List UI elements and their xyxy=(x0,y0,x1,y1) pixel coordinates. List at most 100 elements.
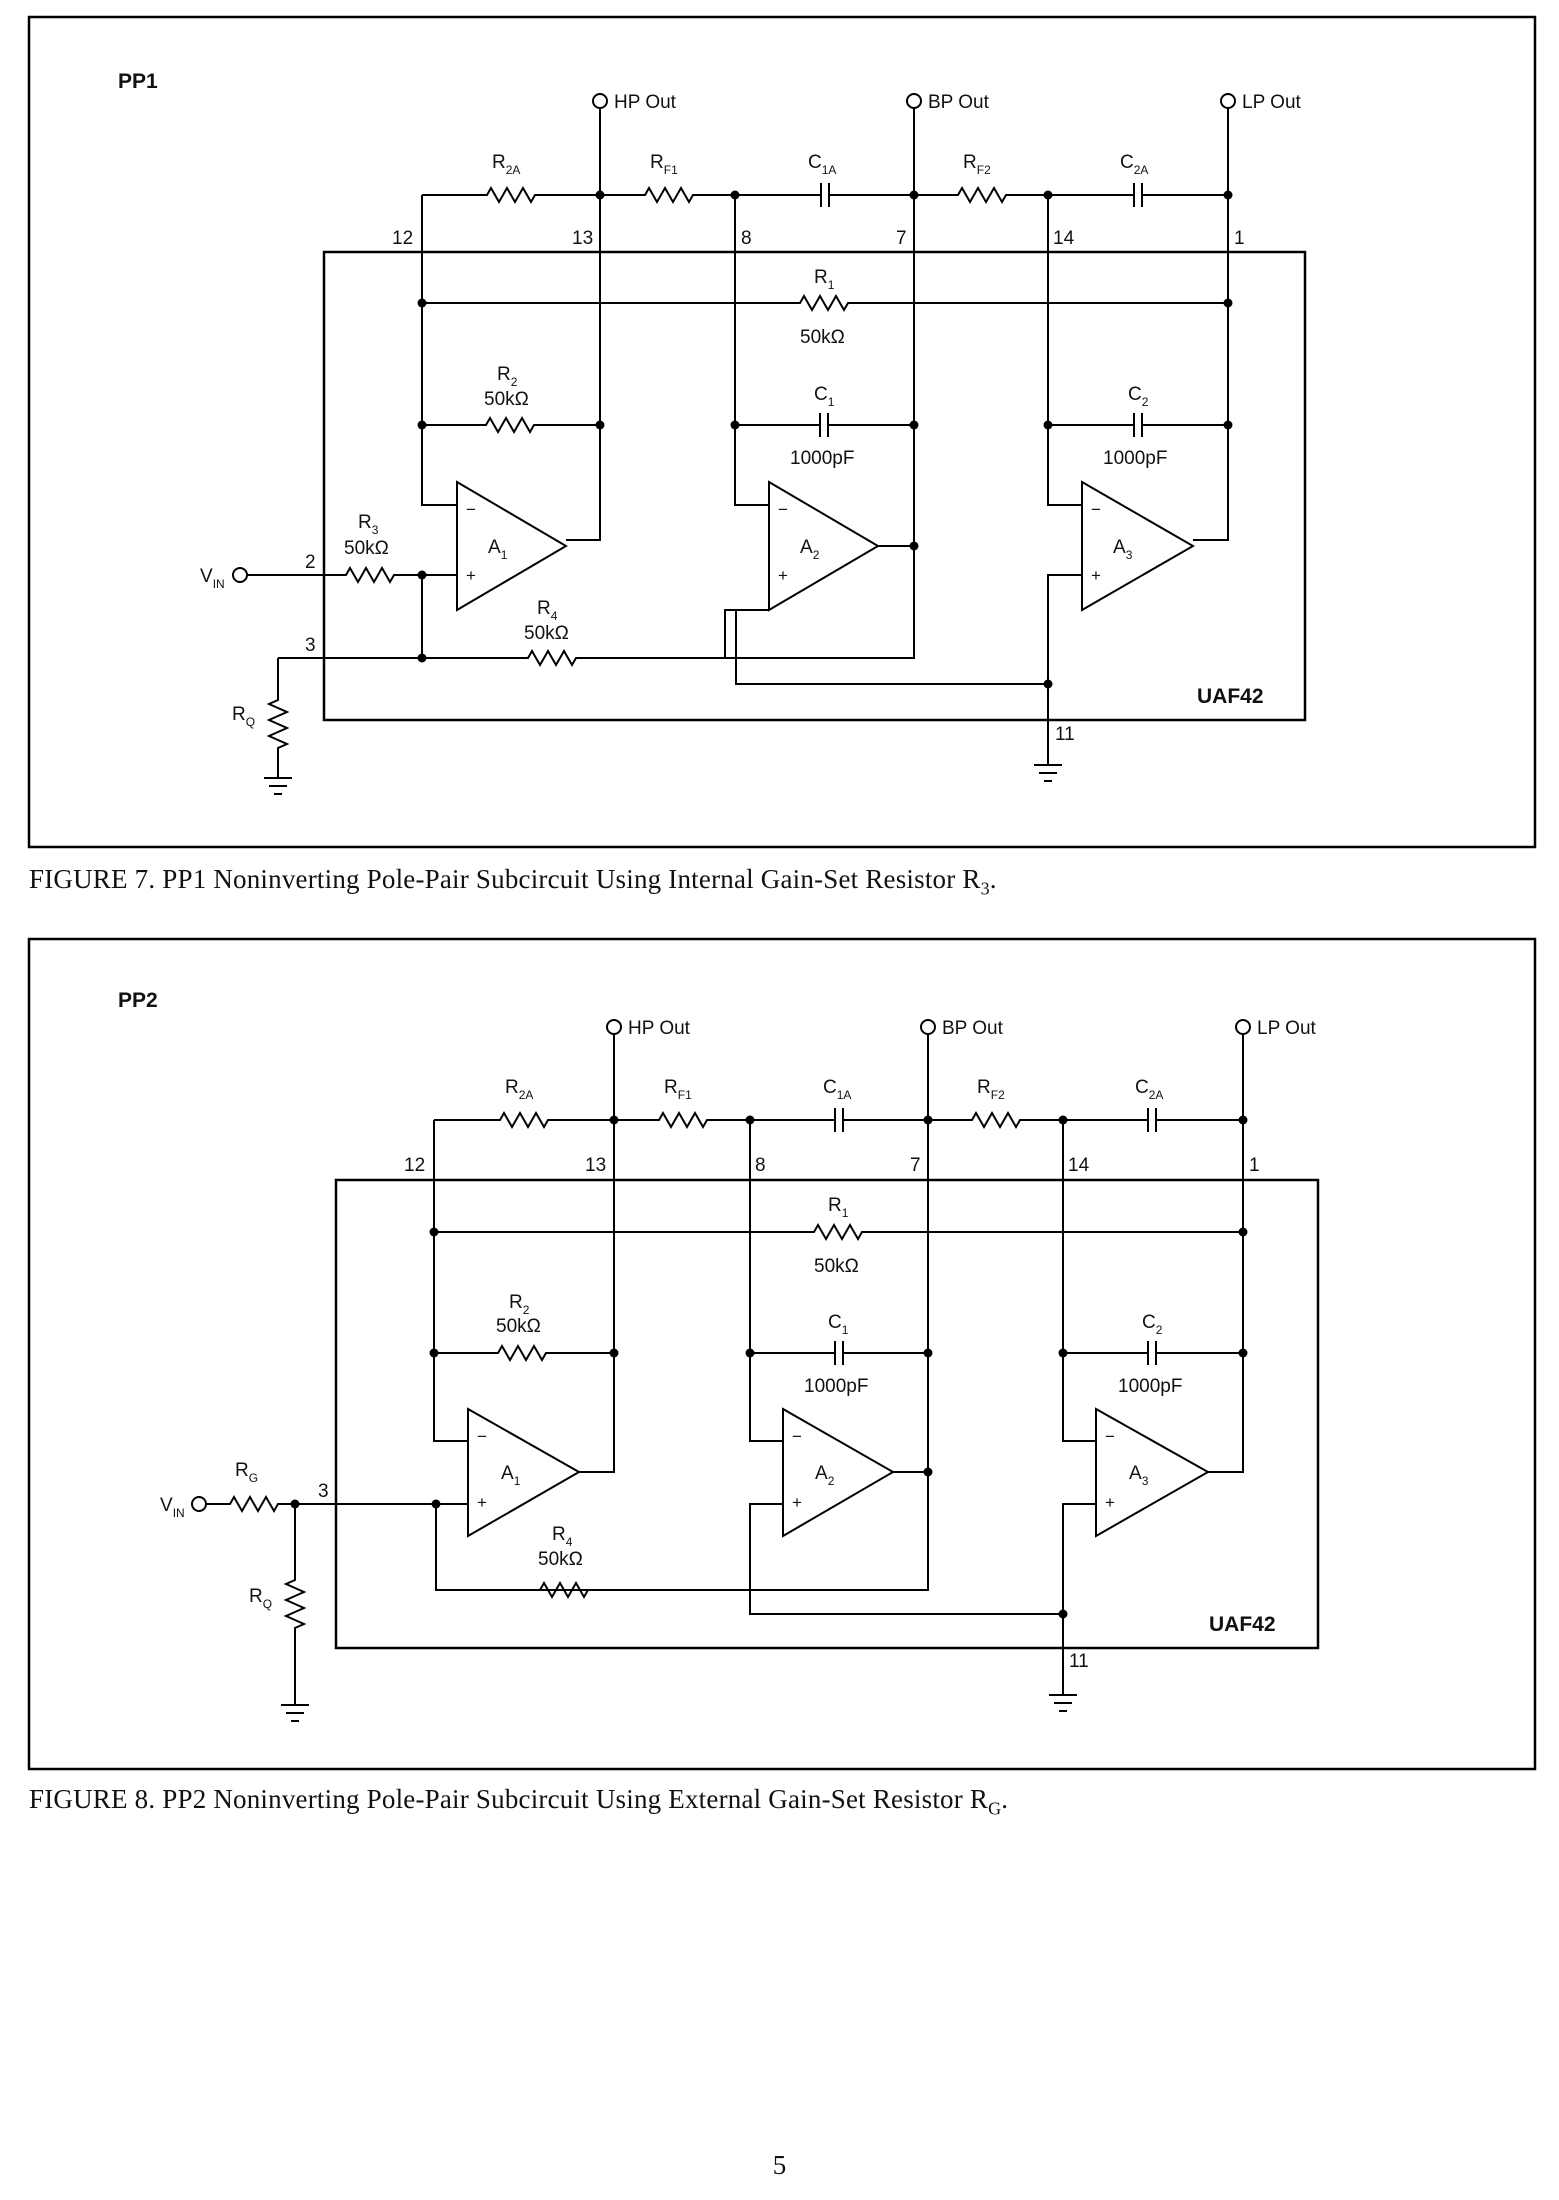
opamp-plus: + xyxy=(1105,1493,1115,1512)
a3-label: A3 xyxy=(1113,537,1133,562)
rf1-label: RF1 xyxy=(650,152,678,177)
r2-value: 50kΩ xyxy=(496,1316,541,1337)
c2a-label: C2A xyxy=(1120,152,1148,177)
rq-resistor xyxy=(266,658,290,778)
c2a-capacitor xyxy=(1048,183,1228,207)
pin-2: 2 xyxy=(305,552,316,573)
pin-11: 11 xyxy=(1069,1651,1089,1672)
r1-resistor xyxy=(434,1222,1243,1242)
lp-out-label: LP Out xyxy=(1242,92,1302,113)
vin-terminal xyxy=(191,1496,207,1512)
pin-7: 7 xyxy=(910,1155,921,1176)
hp-out-label: HP Out xyxy=(614,92,677,113)
bp-out-label: BP Out xyxy=(928,92,990,113)
lp-out-label: LP Out xyxy=(1257,1018,1317,1039)
rf2-label: RF2 xyxy=(963,152,991,177)
r2a-label: R2A xyxy=(505,1077,533,1102)
hp-out-terminal xyxy=(606,1019,622,1035)
pin-1: 1 xyxy=(1234,228,1245,249)
rf1-resistor xyxy=(600,185,735,205)
pin-14: 14 xyxy=(1068,1155,1090,1176)
c2-capacitor xyxy=(1063,1341,1243,1365)
c2-value: 1000pF xyxy=(1103,448,1167,469)
c1-capacitor xyxy=(750,1341,928,1365)
rq-label: RQ xyxy=(249,1586,272,1611)
c1a-label: C1A xyxy=(808,152,836,177)
c2-capacitor xyxy=(1048,413,1228,437)
r1-label: R1 xyxy=(814,267,835,292)
c2a-capacitor xyxy=(1063,1108,1243,1132)
figure-8-caption: FIGURE 8. PP2 Noninverting Pole-Pair Sub… xyxy=(29,1784,1009,1819)
r4-label: R4 xyxy=(537,598,558,623)
c1-value: 1000pF xyxy=(804,1376,868,1397)
r2-value: 50kΩ xyxy=(484,389,529,410)
opamp-a3 xyxy=(1095,1407,1211,1538)
panel-label: PP2 xyxy=(118,989,158,1012)
r2-resistor xyxy=(422,415,600,435)
pin-8: 8 xyxy=(741,228,752,249)
pin-12: 12 xyxy=(392,228,413,249)
figure-8-schematic: PP2 UAF42 HP Out BP Out LP Out 12 13 8 7… xyxy=(27,937,1537,1771)
pin-3: 3 xyxy=(305,635,316,656)
a2-label: A2 xyxy=(800,537,820,562)
page-number: 5 xyxy=(772,2150,787,2180)
pin-3: 3 xyxy=(318,1481,329,1502)
pin-13: 13 xyxy=(572,228,593,249)
c1a-capacitor xyxy=(735,183,914,207)
bp-out-terminal xyxy=(920,1019,936,1035)
c2a-label: C2A xyxy=(1135,1077,1163,1102)
ground-symbol xyxy=(264,777,292,795)
rf2-label: RF2 xyxy=(977,1077,1005,1102)
r1-resistor xyxy=(422,293,1228,313)
opamp-plus: + xyxy=(778,566,788,585)
opamp-a2 xyxy=(782,1407,896,1538)
rq-label: RQ xyxy=(232,704,255,729)
pin-8: 8 xyxy=(755,1155,766,1176)
c1-value: 1000pF xyxy=(790,448,854,469)
r4-value: 50kΩ xyxy=(538,1549,583,1570)
c2-label: C2 xyxy=(1142,1312,1163,1337)
lp-out-terminal xyxy=(1220,93,1236,109)
pin-11: 11 xyxy=(1055,724,1075,745)
c2-label: C2 xyxy=(1128,384,1149,409)
r2-label: R2 xyxy=(509,1292,530,1317)
opamp-a1 xyxy=(467,1407,582,1538)
r4-resistor xyxy=(436,1580,928,1600)
c2-value: 1000pF xyxy=(1118,1376,1182,1397)
r4-resistor xyxy=(278,648,914,668)
opamp-plus: + xyxy=(477,1493,487,1512)
r4-label: R4 xyxy=(552,1524,573,1549)
rg-resistor xyxy=(205,1494,468,1514)
c1-capacitor xyxy=(735,413,914,437)
opamp-minus: − xyxy=(792,1427,802,1446)
r1-value: 50kΩ xyxy=(814,1256,859,1277)
opamp-a1 xyxy=(456,480,568,612)
rf1-resistor xyxy=(614,1110,750,1130)
c1-label: C1 xyxy=(814,384,835,409)
ground-symbol xyxy=(281,1704,309,1722)
chip-label: UAF42 xyxy=(1197,685,1264,708)
vin-label: VIN xyxy=(200,566,225,591)
opamp-minus: − xyxy=(778,500,788,519)
pin-7: 7 xyxy=(896,228,907,249)
r3-value: 50kΩ xyxy=(344,538,389,559)
rg-label: RG xyxy=(235,1460,258,1485)
r1-label: R1 xyxy=(828,1195,849,1220)
opamp-plus: + xyxy=(792,1493,802,1512)
figure-7-schematic: PP1 UAF42 HP Out BP Out LP Out 12 13 8 7… xyxy=(27,15,1537,849)
c1-label: C1 xyxy=(828,1312,849,1337)
ground-symbol xyxy=(1049,1694,1077,1712)
a1-label: A1 xyxy=(488,537,508,562)
opamp-minus: − xyxy=(466,500,476,519)
r3-resistor xyxy=(246,565,457,585)
uaf42-chip-outline xyxy=(322,250,1307,722)
vin-label: VIN xyxy=(160,1495,185,1520)
hp-out-label: HP Out xyxy=(628,1018,691,1039)
ground-symbol xyxy=(1034,764,1062,782)
pin-12: 12 xyxy=(404,1155,425,1176)
opamp-minus: − xyxy=(1105,1427,1115,1446)
r4-value: 50kΩ xyxy=(524,623,569,644)
r3-label: R3 xyxy=(358,512,379,537)
pin-13: 13 xyxy=(585,1155,606,1176)
